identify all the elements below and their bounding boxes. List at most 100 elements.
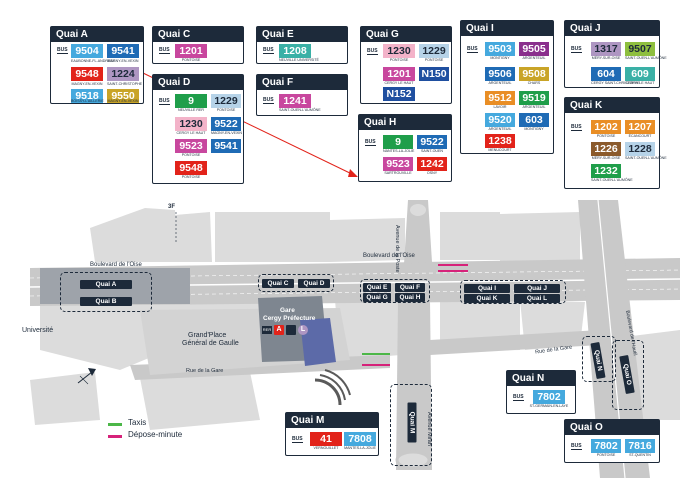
- line-badge[interactable]: 1229: [211, 94, 241, 108]
- line-badge[interactable]: 9505: [519, 42, 549, 56]
- line-destination: SAINT-CHRISTOPHE: [107, 82, 143, 86]
- platform-i[interactable]: Quai I: [464, 284, 510, 293]
- line-badge[interactable]: 609: [625, 67, 655, 81]
- line-badge[interactable]: 9508: [519, 67, 549, 81]
- line-badge[interactable]: 9: [175, 94, 207, 108]
- line-badge[interactable]: 9522: [417, 135, 447, 149]
- platform-e[interactable]: Quai E: [363, 283, 391, 292]
- line-badge[interactable]: 1208: [279, 44, 311, 58]
- line-badge[interactable]: 1317: [591, 42, 621, 56]
- platform-c[interactable]: Quai C: [262, 279, 294, 288]
- line-badge[interactable]: 9548: [175, 161, 207, 175]
- platform-d[interactable]: Quai D: [298, 279, 330, 288]
- platform-m[interactable]: Quai M: [407, 402, 417, 443]
- line-badge[interactable]: 9512: [485, 91, 515, 105]
- line-badge[interactable]: 1207: [625, 120, 655, 134]
- line-badge[interactable]: 9507: [625, 42, 655, 56]
- quai-h-title: Quai H: [359, 115, 451, 130]
- line-badge[interactable]: 1226: [591, 142, 621, 156]
- line-badge[interactable]: 1202: [591, 120, 621, 134]
- platform-g[interactable]: Quai G: [363, 293, 391, 302]
- line-badge[interactable]: 1201: [175, 44, 207, 58]
- line-badge[interactable]: 9522: [211, 117, 241, 131]
- line-badge[interactable]: 7802: [533, 390, 565, 404]
- platform-ab-zone: [60, 272, 152, 312]
- line-destination: MAGNY-EN-VEXIN: [107, 59, 139, 63]
- platform-a[interactable]: Quai A: [80, 280, 132, 289]
- line-badge[interactable]: 9519: [519, 91, 549, 105]
- line-destination: BOISSY-L'AILLERIE: [71, 99, 104, 103]
- quai-d-panel: Quai D BUS 9 NEUVILLE RER 1229 PONTOISE …: [152, 74, 244, 184]
- line-badge[interactable]: 1229: [419, 44, 449, 58]
- line-destination: LAVOIR: [493, 105, 507, 109]
- line-badge[interactable]: 1224: [107, 67, 139, 81]
- line-destination: MAGNY-EN-VEXIN: [211, 131, 243, 135]
- platform-efgh-zone: [360, 279, 430, 303]
- line-destination: OSNY: [426, 171, 438, 175]
- quai-c-title: Quai C: [153, 27, 243, 42]
- label-boulevard-oise-east: Boulevard de l'Oise: [363, 253, 415, 259]
- line-badge[interactable]: 1238: [485, 134, 515, 148]
- line-badge[interactable]: 1201: [383, 67, 415, 81]
- bus-icon: BUS: [159, 98, 170, 105]
- line-badge[interactable]: 9548: [71, 67, 103, 81]
- line-badge[interactable]: 41: [310, 432, 342, 446]
- line-destination: PONTOISE: [181, 58, 201, 62]
- platform-f[interactable]: Quai F: [395, 283, 425, 292]
- line-destination: MENUCOURT: [488, 148, 512, 152]
- line-destination: ARGENTEUIL: [522, 105, 546, 109]
- line-destination: MÉRY-SUR-OISE: [591, 156, 621, 160]
- quai-d-title: Quai D: [153, 75, 243, 90]
- line-badge[interactable]: 604: [591, 67, 621, 81]
- bus-icon: BUS: [365, 139, 376, 146]
- line-badge[interactable]: 9503: [485, 42, 515, 56]
- line-badge[interactable]: 603: [519, 113, 549, 127]
- quai-k-title: Quai K: [565, 98, 659, 113]
- platform-k[interactable]: Quai K: [464, 294, 510, 303]
- quai-f-title: Quai F: [257, 75, 347, 90]
- line-badge[interactable]: 7802: [591, 439, 621, 453]
- quai-k-panel: Quai K BUS 1202 PONTOISE 1207 ÉCANCOURT …: [564, 97, 667, 189]
- line-badge[interactable]: 9523: [383, 157, 413, 171]
- quai-j-title: Quai J: [565, 21, 659, 36]
- quai-i-title: Quai I: [461, 21, 553, 36]
- line-badge[interactable]: 9550: [107, 89, 139, 103]
- line-badge[interactable]: 9: [383, 135, 413, 149]
- line-badge[interactable]: 1230: [175, 117, 207, 131]
- legend-taxis-label: Taxis: [128, 418, 147, 427]
- line-destination: PONTOISE: [216, 108, 236, 112]
- line-badge[interactable]: 1241: [279, 94, 311, 108]
- label-boulevard-oise-west: Boulevard de l'Oise: [90, 262, 142, 268]
- line-badge[interactable]: 1242: [417, 157, 447, 171]
- line-destination: MAGNY-EN-VEXIN: [71, 82, 103, 86]
- line-destination: PONTOISE: [596, 453, 616, 457]
- quai-g-panel: Quai G BUS 1230 PONTOISE 1229 PONTOISE 1…: [360, 26, 452, 104]
- bus-icon: BUS: [513, 394, 524, 401]
- line-badge[interactable]: 9541: [107, 44, 139, 58]
- line-badge[interactable]: 9504: [71, 44, 103, 58]
- line-destination: SAINT-OUEN-L'AUMÔNE: [625, 156, 667, 160]
- line-badge[interactable]: 9518: [71, 89, 103, 103]
- platform-h[interactable]: Quai H: [395, 293, 425, 302]
- line-destination: PONTOISE: [596, 134, 616, 138]
- line-badge[interactable]: 7816: [625, 439, 655, 453]
- line-badge[interactable]: 1230: [383, 44, 415, 58]
- platform-b[interactable]: Quai B: [80, 297, 132, 306]
- line-badge[interactable]: N152: [383, 87, 415, 101]
- platform-j[interactable]: Quai J: [514, 284, 560, 293]
- line-badge[interactable]: 7808: [344, 432, 376, 446]
- platform-n-zone: [582, 336, 616, 382]
- line-badge[interactable]: N150: [419, 67, 449, 81]
- line-destination: CERGY SAINT-CHRISTOPHE: [591, 81, 640, 85]
- platform-l[interactable]: Quai L: [514, 294, 560, 303]
- line-badge[interactable]: 1232: [591, 164, 621, 178]
- line-badge[interactable]: 9506: [485, 67, 515, 81]
- platform-cd-zone: [258, 274, 334, 292]
- quai-j-panel: Quai J BUS 1317 MÉRY-SUR-OISE 9507 SAINT…: [564, 20, 667, 88]
- line-destination: MAGNY-EN-VEXIN: [107, 99, 139, 103]
- line-badge[interactable]: 9520: [485, 113, 515, 127]
- line-badge[interactable]: 9523: [175, 139, 207, 153]
- bus-icon: BUS: [57, 47, 68, 54]
- line-badge[interactable]: 1228: [625, 142, 655, 156]
- line-badge[interactable]: 9541: [211, 139, 241, 153]
